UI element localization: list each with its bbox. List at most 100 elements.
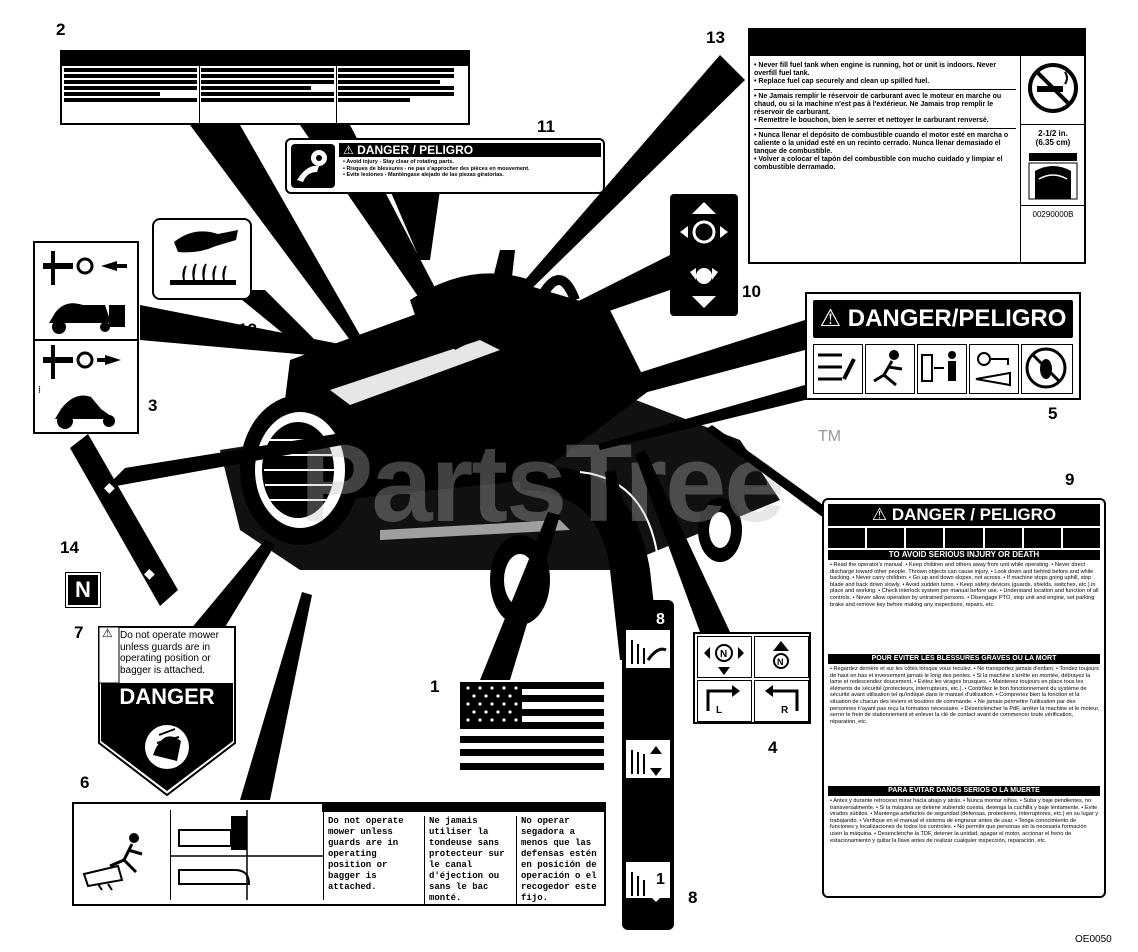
callout-5: 5 [1048, 404, 1058, 423]
svg-text:R: R [781, 705, 789, 716]
decal-4-steering-grid: N N L R [693, 632, 811, 724]
no-foot-icon [1021, 344, 1073, 394]
decal-7-line1: Do not operate mower [120, 630, 219, 641]
decal-13-fuel-warning: • Never fill fuel tank when engine is ru… [748, 28, 1086, 264]
callout-3: 3 [148, 396, 158, 415]
steer-forward-icon: N [754, 636, 809, 678]
watermark-tm: TM [818, 428, 842, 445]
remove-key-icon [969, 344, 1019, 394]
callout-13: 13 [706, 28, 725, 47]
callout-11: 11 [537, 117, 555, 136]
watermark: PartsTree [300, 422, 785, 545]
thrown-debris-icon [78, 814, 166, 898]
person-struck-icon [865, 344, 915, 394]
decal-13-fr2: • Remettre le bouchon, bien le serrer et… [754, 117, 989, 124]
decal-9-body2: • Regardez derrière et sur les côtés lor… [830, 666, 1100, 725]
decal-7-danger: DANGER [119, 684, 215, 709]
blade-icon [1062, 528, 1100, 548]
no-smoking-icon [1028, 63, 1078, 113]
decal-8-height-strip: 8 1 [622, 600, 674, 930]
decal-9-sub3: PARA EVITAR DAÑOS SERIOS O LA MUERTE [828, 786, 1100, 796]
svg-text:N: N [720, 649, 727, 660]
height-adjust-icons: 8 1 [626, 611, 670, 902]
tipover-icon [1023, 528, 1061, 548]
decal-14-strip: ◆ ◆ [70, 434, 178, 606]
decal-6-guards-label: Do not operate mower unless guards are i… [72, 802, 606, 906]
decal-3-lever-positions: ▪▪▪▪ [33, 241, 139, 434]
diagram-code: OE0050 [1075, 934, 1112, 945]
callout-8b: 8 [688, 888, 698, 907]
neutral-n-icon: N [65, 572, 101, 608]
decal-6-en: Do not operate mower unless guards are i… [328, 816, 404, 892]
decal-7-warning-triangle-icon: ⚠ [102, 626, 113, 640]
decal-5-header: DANGER/PELIGRO [847, 305, 1067, 332]
warning-triangle-icon: ⚠ [343, 143, 354, 157]
warning-triangle-icon: ⚠ [871, 505, 888, 524]
steering-direction-icon [680, 202, 728, 308]
svg-text:1: 1 [656, 871, 665, 888]
chute-guard-icon [171, 810, 323, 900]
decal-13-en1: • Never fill fuel tank when engine is ru… [754, 62, 997, 77]
svg-text:N: N [777, 657, 784, 667]
manual-icon [828, 528, 866, 548]
rotating-parts-hazard-icon [291, 144, 335, 188]
fill-dimension-in: 2-1/2 in. [1038, 129, 1068, 138]
svg-text:L: L [716, 705, 722, 716]
callout-14: 14 [60, 538, 79, 557]
callout-2: 2 [56, 20, 66, 39]
callout-10: 10 [742, 282, 761, 301]
decal-9-pictogram-row [828, 528, 1100, 548]
decal-7-line4: bagger is attached. [120, 664, 206, 676]
decal-11-header: DANGER / PELIGRO [357, 143, 474, 157]
decal-1-us-flag [460, 682, 604, 770]
steer-right-icon: R [754, 680, 809, 722]
decal-10-steering [670, 194, 738, 316]
warning-triangle-icon: ⚠ [819, 305, 842, 332]
decal-9-body1: • Read the operator's manual. • Keep chi… [830, 562, 1099, 608]
decal-2-warning-label [60, 50, 470, 125]
decal-9-header: DANGER / PELIGRO [891, 505, 1057, 524]
decal-13-en2: • Replace fuel cap securely and clean up… [754, 78, 930, 85]
svg-text:◆: ◆ [144, 566, 155, 582]
decal-11-line3: • Evite lesiones - Manténgase alejado de… [343, 172, 504, 178]
decal-9-sub2: POUR EVITER LES BLESSURES GRAVES OU LA M… [828, 654, 1100, 664]
decal-11-line2: • Risques de blessures - ne pas s'approc… [343, 165, 530, 172]
decal-6-fr: Ne jamais utiliser la tondeuse sans prot… [424, 816, 515, 904]
decal-9-body3: • Antes y durante retroceso mirar hacia … [830, 798, 1099, 844]
keep-distance-icon [917, 344, 967, 394]
svg-text:8: 8 [656, 611, 665, 628]
decal-7-shield-outline [98, 626, 236, 797]
decal-11-rotating-parts: ⚠ DANGER / PELIGRO • Avoid injury - Stay… [285, 138, 605, 194]
decal-13-part-no: 00290000B [1032, 210, 1074, 219]
decal-5-danger-pictograms: ⚠ DANGER/PELIGRO [805, 292, 1081, 400]
hot-surface-hand-icon [170, 230, 238, 285]
decal-11-line1: • Avoid injury - Stay clear of rotating … [343, 159, 454, 165]
slope-icon [984, 528, 1022, 548]
decal-7-text: Do not operate mower unless guards are i… [120, 630, 238, 676]
callout-9: 9 [1065, 470, 1075, 489]
decal-13-fr1: • Ne Jamais remplir le réservoir de carb… [754, 93, 1002, 116]
callout-12: 12 [238, 320, 257, 339]
decal-13-es1: • Nunca llenar el depósito de combustibl… [754, 132, 1009, 155]
callout-6: 6 [80, 773, 90, 792]
svg-text:◆: ◆ [104, 480, 115, 496]
decal-7-line2: unless guards are in [120, 641, 211, 653]
no-riders-icon [945, 528, 983, 548]
steer-neutral-icon: N [697, 636, 752, 678]
fuel-tank-fill-level-icon [1028, 153, 1078, 200]
decal-9-sub1: TO AVOID SERIOUS INJURY OR DEATH [828, 550, 1100, 560]
lever-reverse-icon [43, 251, 127, 334]
decal-9-danger-instructions: ⚠ DANGER / PELIGRO TO AVOID SERIOUS INJU… [822, 498, 1106, 898]
decal-12-hot-surface [152, 218, 252, 300]
thrown-object-icon [906, 528, 944, 548]
bystander-icon [867, 528, 905, 548]
callout-1: 1 [430, 677, 440, 696]
decal-6-es: No operar segadora a menos que las defen… [516, 816, 607, 904]
callout-7: 7 [74, 623, 84, 642]
callout-4: 4 [768, 738, 778, 757]
thrown-objects-icon [813, 344, 863, 394]
fill-dimension-cm: (6.35 cm) [1035, 138, 1071, 147]
steer-left-icon: L [697, 680, 752, 722]
decal-13-es2: • Volver a colocar el tapón del combusti… [754, 156, 1003, 171]
flag-stars-icon [466, 686, 518, 722]
